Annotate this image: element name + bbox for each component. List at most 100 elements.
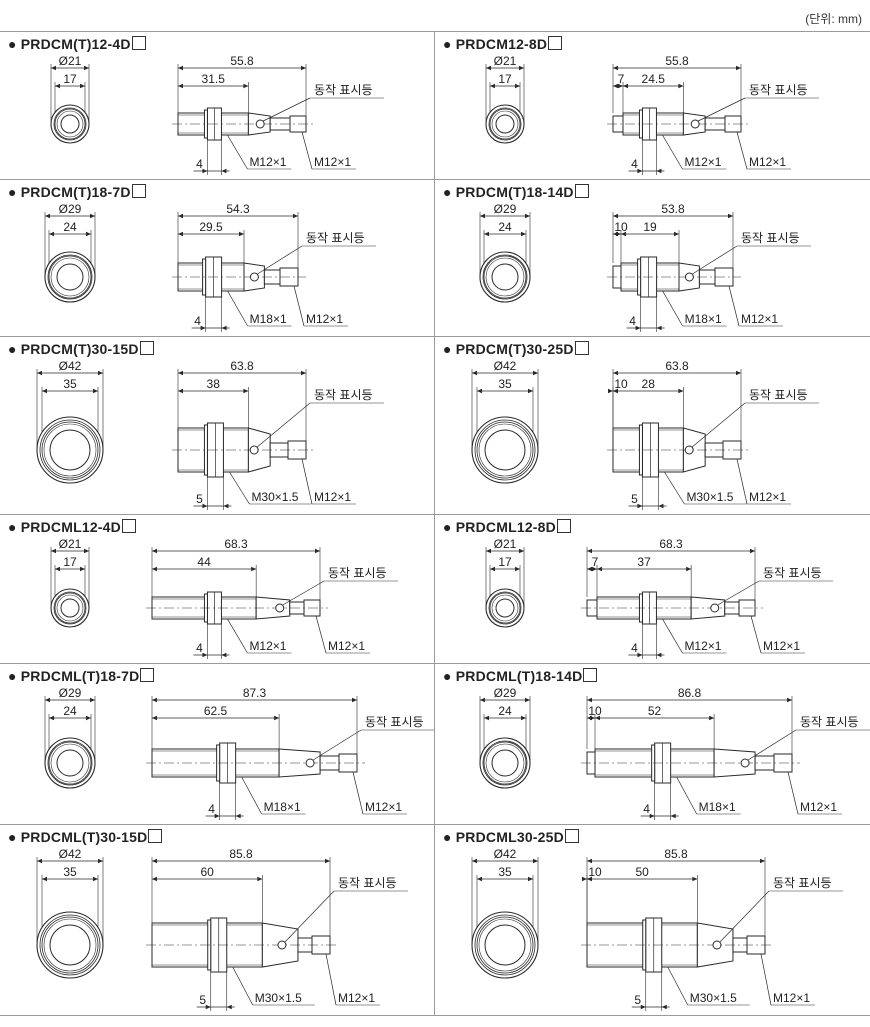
face-thread-circle — [489, 592, 521, 624]
thread-width-dim-arrow-left — [477, 876, 482, 882]
total-length-dim-arrow-right — [760, 858, 765, 864]
thread-spec-leader — [232, 966, 254, 1006]
total-length-label: 55.8 — [230, 54, 254, 68]
face-diameter-label: Ø29 — [494, 686, 517, 700]
flange-arrow — [202, 168, 208, 174]
code-box-icon — [564, 829, 579, 843]
total-length-label: 68.3 — [224, 537, 248, 551]
flange-thickness-label: 5 — [196, 492, 203, 506]
thread-length-label: 29.5 — [199, 220, 223, 234]
face-diameter-label: Ø42 — [59, 359, 82, 373]
thread-length-dim-arrow-left — [595, 715, 600, 721]
thread-length-label: 28 — [642, 377, 656, 391]
connector-spec-label: M12×1 — [314, 155, 351, 169]
model-name: PRDCM(T)12-4D — [20, 36, 131, 52]
thread-width-label: 17 — [63, 72, 77, 86]
head-length-label: 10 — [614, 220, 628, 234]
face-thread-circle — [48, 741, 92, 785]
total-length-dim-arrow-right — [301, 65, 306, 71]
thread-width-dim-arrow-left — [490, 83, 495, 89]
total-length-dim-arrow-left — [178, 65, 183, 71]
thread-width-dim-arrow-right — [515, 83, 520, 89]
thread-width-label: 35 — [63, 865, 77, 879]
total-length-dim-arrow-left — [613, 213, 618, 219]
flange-arrow — [635, 325, 641, 331]
sensing-face-circle — [49, 924, 91, 966]
face-diameter-dim-arrow-right — [98, 370, 103, 376]
thread-width-label: 35 — [498, 865, 512, 879]
face-diameter-dim-arrow-left — [472, 370, 477, 376]
thread-length-dim-arrow-right — [243, 83, 249, 89]
thread-length-dim-arrow-left — [178, 231, 183, 237]
head-length-label: 7 — [618, 72, 625, 86]
sensing-face-circle — [60, 598, 80, 618]
code-box-icon — [583, 668, 598, 682]
thread-width-label: 24 — [498, 704, 512, 718]
thread-length-dim-arrow-left — [597, 566, 602, 572]
thread-width-label: 24 — [498, 220, 512, 234]
face-outer-circle — [471, 416, 539, 484]
thread-length-dim-arrow-left — [621, 231, 626, 237]
sensing-face-circle — [60, 114, 80, 134]
thread-width-label: 35 — [498, 377, 512, 391]
face-thread-circle — [41, 421, 99, 479]
flange-arrow — [205, 1004, 211, 1010]
sensing-face-circle — [495, 114, 515, 134]
connector-spec-label: M12×1 — [800, 800, 837, 814]
sensing-face-circle — [56, 263, 84, 291]
thread-width-label: 35 — [63, 377, 77, 391]
indicator-led — [684, 272, 694, 282]
face-diameter-label: Ø29 — [59, 202, 82, 216]
flange-thickness-label: 4 — [196, 157, 203, 171]
face-diameter-label: Ø21 — [59, 54, 82, 68]
face-diameter-label: Ø29 — [494, 202, 517, 216]
total-length-dim-arrow-right — [301, 370, 306, 376]
thread-length-dim-arrow-right — [709, 715, 715, 721]
indicator-label: 동작 표시등 — [773, 876, 832, 890]
indicator-led — [249, 272, 259, 282]
thread-width-dim-arrow-left — [55, 83, 60, 89]
face-thread-circle — [48, 255, 92, 299]
thread-width-dim-arrow-left — [484, 231, 489, 237]
conn-spec-leader — [750, 615, 762, 654]
face-diameter-dim-arrow-right — [90, 213, 95, 219]
face-thread-circle — [41, 916, 99, 974]
face-diameter-dim-arrow-right — [525, 697, 530, 703]
thread-width-dim-arrow-right — [93, 876, 98, 882]
indicator-label: 동작 표시등 — [749, 83, 808, 97]
thread-width-dim-arrow-right — [80, 83, 85, 89]
flange-arrow — [235, 813, 241, 819]
indicator-led — [255, 119, 265, 129]
thread-length-dim-arrow-left — [178, 388, 183, 394]
face-thread-inner-circle — [491, 110, 519, 138]
unit-label: (단위: mm) — [805, 12, 862, 26]
face-thread-circle — [489, 108, 521, 140]
indicator-leader — [698, 97, 746, 122]
thread-length-dim-arrow-right — [686, 566, 692, 572]
thread-length-dim-arrow-right — [239, 231, 244, 237]
face-thread-inner-circle — [50, 743, 90, 783]
face-outer-circle — [36, 416, 104, 484]
thread-width-label: 17 — [63, 555, 77, 569]
head-length-label: 10 — [588, 704, 602, 718]
total-length-label: 68.3 — [659, 537, 683, 551]
connector-spec-label: M12×1 — [306, 312, 343, 326]
total-length-dim-arrow-left — [587, 858, 592, 864]
face-diameter-dim-arrow-left — [480, 213, 485, 219]
total-length-dim-arrow-right — [750, 548, 755, 554]
divider — [0, 336, 870, 337]
thread-width-dim-arrow-left — [42, 388, 47, 394]
sensing-face-circle — [484, 924, 526, 966]
thread-spec-leader — [667, 966, 689, 1006]
indicator-leader — [284, 890, 335, 943]
housing — [682, 427, 706, 473]
thread-length-label: 62.5 — [204, 704, 228, 718]
face-thread-circle — [483, 741, 527, 785]
code-box-icon — [131, 36, 146, 50]
